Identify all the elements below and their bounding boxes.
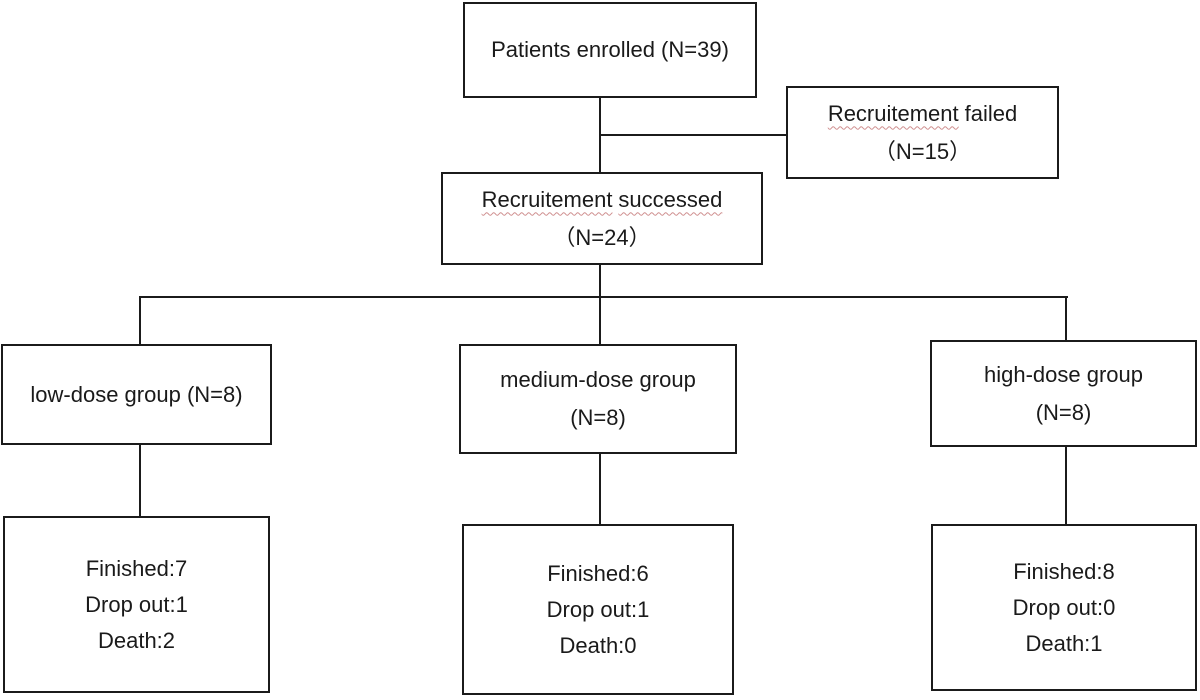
patients-enrolled-label: Patients enrolled (N=39) xyxy=(491,37,729,62)
death-count: Death:1 xyxy=(1025,630,1103,656)
dropout-count: Drop out:0 xyxy=(1012,594,1116,620)
box-patients-enrolled: Patients enrolled (N=39) xyxy=(463,2,757,98)
dropout-count: Drop out:1 xyxy=(546,596,650,622)
connector-medium-to-outcome xyxy=(599,454,601,524)
recruitment-successed-count: （N=24） xyxy=(553,224,651,250)
finished-count: Finished:7 xyxy=(85,555,188,581)
box-medium-dose-group: medium-dose group (N=8) xyxy=(459,344,737,454)
dropout-count: Drop out:1 xyxy=(85,591,188,617)
low-dose-group-label: low-dose group (N=8) xyxy=(30,381,243,407)
misspelled-word: Recruitement xyxy=(827,100,959,126)
failed-word: failed xyxy=(964,100,1018,126)
box-high-dose-outcome: Finished:8 Drop out:0 Death:1 xyxy=(931,524,1197,691)
connector-branch-high xyxy=(1065,298,1067,340)
death-count: Death:2 xyxy=(97,627,176,653)
medium-dose-group-label: medium-dose group xyxy=(500,367,696,392)
death-count: Death:0 xyxy=(559,632,637,658)
connector-distribution-horizontal xyxy=(139,296,1068,298)
connector-enrolled-to-successed xyxy=(599,98,601,172)
connector-successed-down xyxy=(599,265,601,344)
finished-count: Finished:8 xyxy=(1013,558,1115,584)
connector-branch-to-failed xyxy=(601,134,786,136)
misspelled-word: Recruitement xyxy=(481,186,613,212)
connector-branch-low xyxy=(139,298,141,344)
box-low-dose-group: low-dose group (N=8) xyxy=(1,344,272,445)
connector-low-to-outcome xyxy=(139,445,141,516)
high-dose-group-label: high-dose group xyxy=(983,361,1143,387)
recruitment-failed-count: （N=15） xyxy=(873,138,972,164)
high-dose-group-count: (N=8) xyxy=(1035,399,1092,425)
finished-count: Finished:6 xyxy=(547,560,649,586)
box-medium-dose-outcome: Finished:6 Drop out:1 Death:0 xyxy=(462,524,734,695)
box-low-dose-outcome: Finished:7 Drop out:1 Death:2 xyxy=(3,516,270,693)
medium-dose-group-count: (N=8) xyxy=(570,405,626,430)
box-high-dose-group: high-dose group (N=8) xyxy=(930,340,1197,447)
misspelled-word: successed xyxy=(618,186,723,212)
connector-high-to-outcome xyxy=(1065,447,1067,524)
